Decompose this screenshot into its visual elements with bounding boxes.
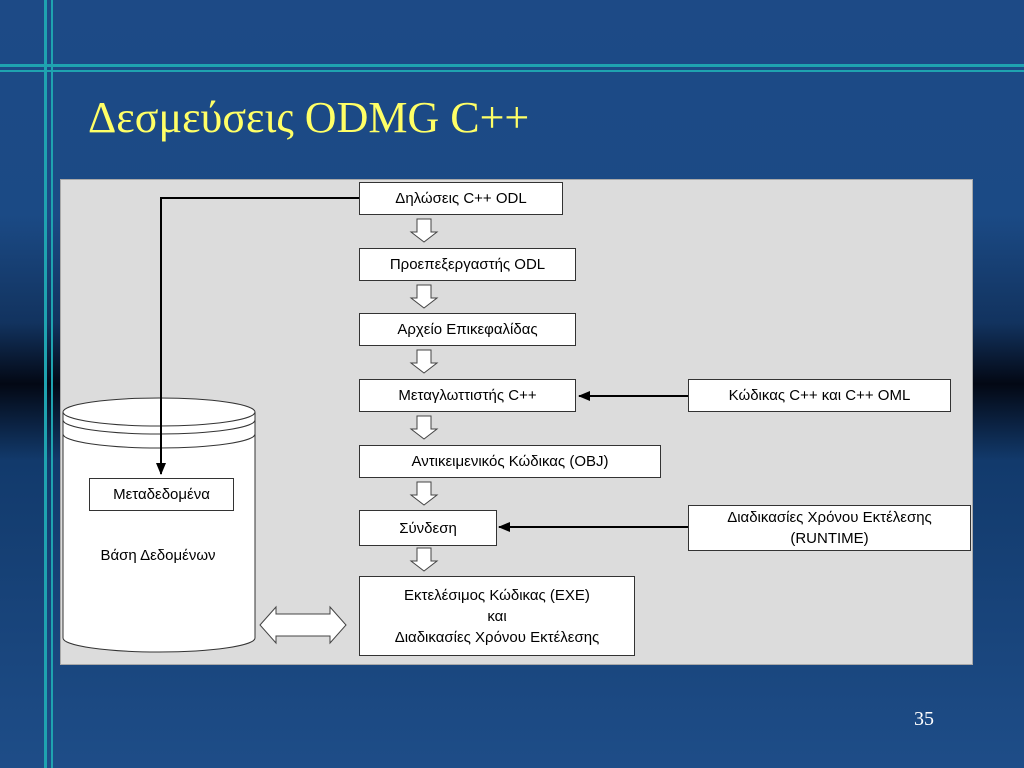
runtime-box: Διαδικασίες Χρόνου Εκτέλεσης (RUNTIME) xyxy=(688,505,971,551)
compiler-input-box: Κώδικας C++ και C++ OML xyxy=(688,379,951,412)
runtime-line-2: (RUNTIME) xyxy=(790,530,869,547)
executable-line-3: Διαδικασίες Χρόνου Εκτέλεσης xyxy=(394,628,600,646)
step-linking: Σύνδεση xyxy=(359,510,497,546)
flow-arrow-5 xyxy=(409,481,439,506)
slide-title: Δεσμεύσεις ODMG C++ xyxy=(88,93,530,142)
step-odl-preprocessor: Προεπεξεργαστής ODL xyxy=(359,248,576,281)
runtime-line-1: Διαδικασίες Χρόνου Εκτέλεσης xyxy=(727,509,932,526)
frame-line-top-2 xyxy=(0,70,1024,72)
flow-arrow-4 xyxy=(409,415,439,440)
database-label: Βάση Δεδομένων xyxy=(100,547,216,564)
frame-line-left-1 xyxy=(44,0,47,768)
frame-line-top-1 xyxy=(0,64,1024,67)
step-header-file: Αρχείο Επικεφαλίδας xyxy=(359,313,576,346)
step-cpp-compiler: Μεταγλωττιστής C++ xyxy=(359,379,576,412)
step-odl-declarations: Δηλώσεις C++ ODL xyxy=(359,182,563,215)
flow-arrow-1 xyxy=(409,218,439,243)
frame-line-left-2 xyxy=(51,0,53,768)
step-executable: Εκτελέσιμος Κώδικας (EXE) και Διαδικασίε… xyxy=(359,576,635,656)
metadata-box: Μεταδεδομένα xyxy=(89,478,234,511)
flow-arrow-6 xyxy=(409,547,439,572)
database-cylinder xyxy=(62,397,256,653)
flow-arrow-3 xyxy=(409,349,439,374)
flow-arrow-2 xyxy=(409,284,439,309)
executable-line-2: και xyxy=(487,607,507,625)
double-arrow xyxy=(259,605,347,645)
executable-line-1: Εκτελέσιμος Κώδικας (EXE) xyxy=(404,586,590,604)
step-object-code: Αντικειμενικός Κώδικας (OBJ) xyxy=(359,445,661,478)
declarations-to-metadata-arrow xyxy=(156,197,359,475)
page-number: 35 xyxy=(914,708,934,730)
